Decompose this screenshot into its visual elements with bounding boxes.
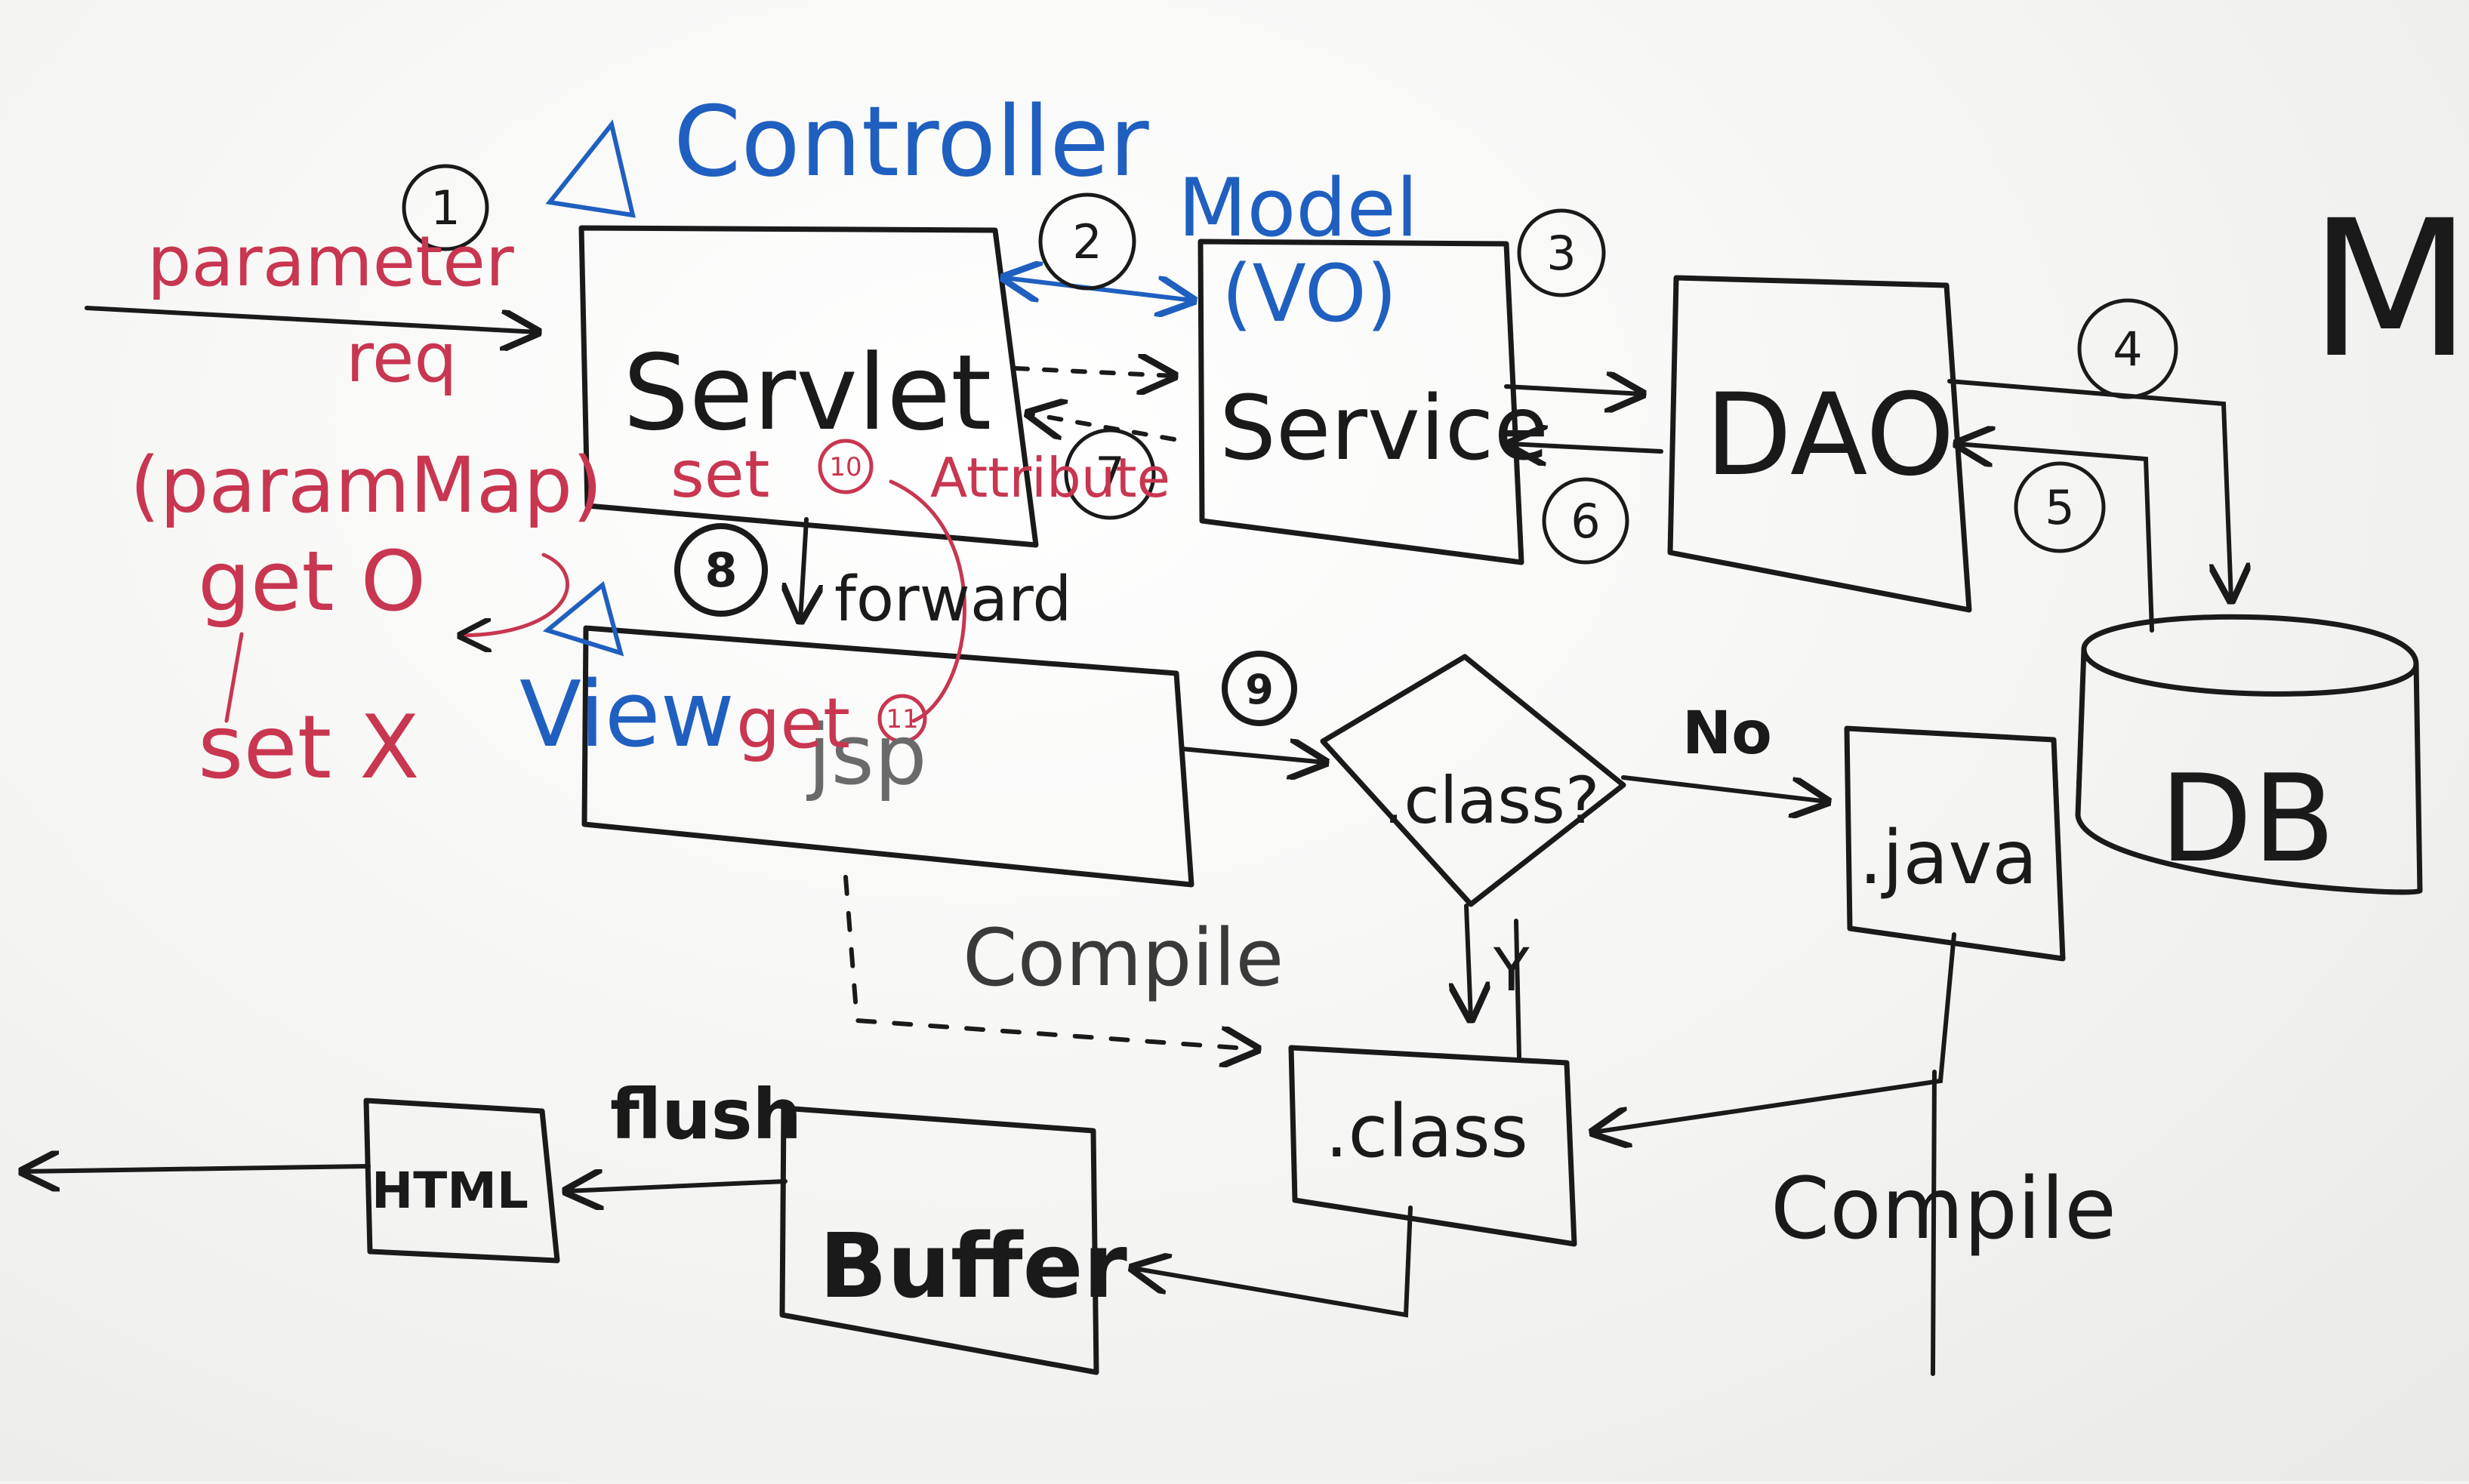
service-to-servlet-dotted: [1028, 414, 1176, 442]
attribute-loop-icon: [889, 479, 966, 723]
dao-to-db-arrow: [1947, 379, 2231, 600]
step-6-label: 6: [1570, 494, 1600, 549]
java-label: .java: [1859, 815, 2037, 901]
step-9-circle-icon: [1222, 651, 1297, 726]
step-4-circle-icon: [2077, 298, 2178, 399]
db-label: DB: [2159, 748, 2335, 889]
servlet-model-double-arrow: [1004, 278, 1193, 300]
class-box-label: .class: [1325, 1089, 1528, 1174]
get-label: get O: [198, 533, 426, 630]
html-box: [363, 1098, 560, 1264]
jsp-label: jsp: [806, 707, 927, 803]
decision-diamond: [1320, 654, 1626, 907]
vo-label: (VO): [1222, 248, 1397, 340]
set-attribute-label: set: [670, 437, 769, 513]
class-box: [1288, 1045, 1577, 1247]
compile-top-label: Compile: [963, 912, 1284, 1004]
view-to-decision-arrow: [1179, 749, 1325, 762]
dao-box: [1667, 275, 1972, 613]
servlet-box: [578, 225, 1039, 548]
service-to-dao-arrow: [1504, 386, 1642, 394]
db-cylinder: [2075, 614, 2423, 895]
forward-arrow: [800, 517, 806, 620]
step-8-label: 8: [704, 543, 737, 598]
step-10-label: 10: [829, 452, 862, 482]
flush-arrow: [566, 1181, 788, 1191]
servlet-label: Servlet: [623, 332, 991, 454]
step-11-circle-icon: [877, 694, 927, 744]
controller-label: Controller: [674, 86, 1149, 199]
step-1-circle-icon: [402, 164, 489, 251]
compile-stroke: [1931, 1070, 1937, 1376]
view-box: [581, 625, 1194, 888]
decision-label: .class?: [1383, 763, 1599, 839]
step-9-label: 9: [1245, 666, 1274, 713]
class-to-decision-line: [1514, 919, 1521, 1059]
yes-label: Y: [1493, 937, 1530, 1005]
step-11-label: 11: [886, 704, 918, 734]
view-triangle-icon: [542, 580, 624, 657]
parameter-arrow: [85, 306, 538, 332]
compile-bottom-label: Compile: [1771, 1160, 2116, 1258]
step-8-circle-icon: [674, 523, 768, 617]
service-label: Service: [1219, 376, 1549, 480]
step-10-circle-icon: [818, 439, 874, 494]
db-to-dao-arrow: [1957, 444, 2154, 633]
step-1-label: 1: [430, 180, 460, 236]
dao-label: DAO: [1705, 370, 1955, 501]
java-to-class-arrow: [1593, 932, 1956, 1132]
model-label: Model: [1178, 162, 1418, 254]
compile-dashed-arrow: [843, 875, 1257, 1049]
buffer-label: Buffer: [819, 1214, 1127, 1318]
get-curve-icon: [461, 553, 569, 636]
step-6-circle-icon: [1542, 477, 1629, 565]
step-2-label: 2: [1072, 214, 1102, 269]
step-5-label: 5: [2045, 480, 2074, 535]
req-label: req: [346, 319, 458, 398]
no-arrow: [1621, 775, 1827, 802]
flush-label: flush: [610, 1074, 802, 1155]
set-label: set X: [198, 697, 420, 799]
controller-triangle-icon: [545, 119, 636, 218]
no-label: No: [1682, 700, 1772, 768]
class-to-buffer-arrow: [1133, 1205, 1413, 1318]
step-2-circle-icon: [1038, 192, 1136, 291]
dao-to-service-arrow: [1510, 444, 1663, 451]
yes-arrow: [1466, 904, 1471, 1019]
parammap-label: (paramMap): [130, 441, 603, 531]
step-7-circle-icon: [1064, 428, 1156, 520]
get-to-set-arrow-icon: [224, 632, 244, 723]
output-arrow: [23, 1166, 371, 1171]
buffer-box: [779, 1105, 1099, 1375]
view-label: View: [519, 663, 735, 768]
step-3-label: 3: [1546, 226, 1576, 281]
step-4-label: 4: [2113, 322, 2142, 377]
step-5-circle-icon: [2014, 461, 2106, 553]
forward-label: forward: [834, 564, 1071, 636]
step-3-circle-icon: [1517, 208, 1606, 297]
step-7-label: 7: [1095, 447, 1124, 502]
parameter-label: parameter: [147, 221, 514, 302]
servlet-to-service-dotted: [1013, 368, 1174, 376]
java-box: [1844, 725, 2066, 962]
corner-m-label: M: [2309, 180, 2469, 399]
service-box: [1198, 239, 1524, 565]
get-bottom-label: get: [736, 683, 850, 764]
html-label: HTML: [371, 1162, 529, 1220]
attribute-label: Attribute: [930, 446, 1170, 510]
